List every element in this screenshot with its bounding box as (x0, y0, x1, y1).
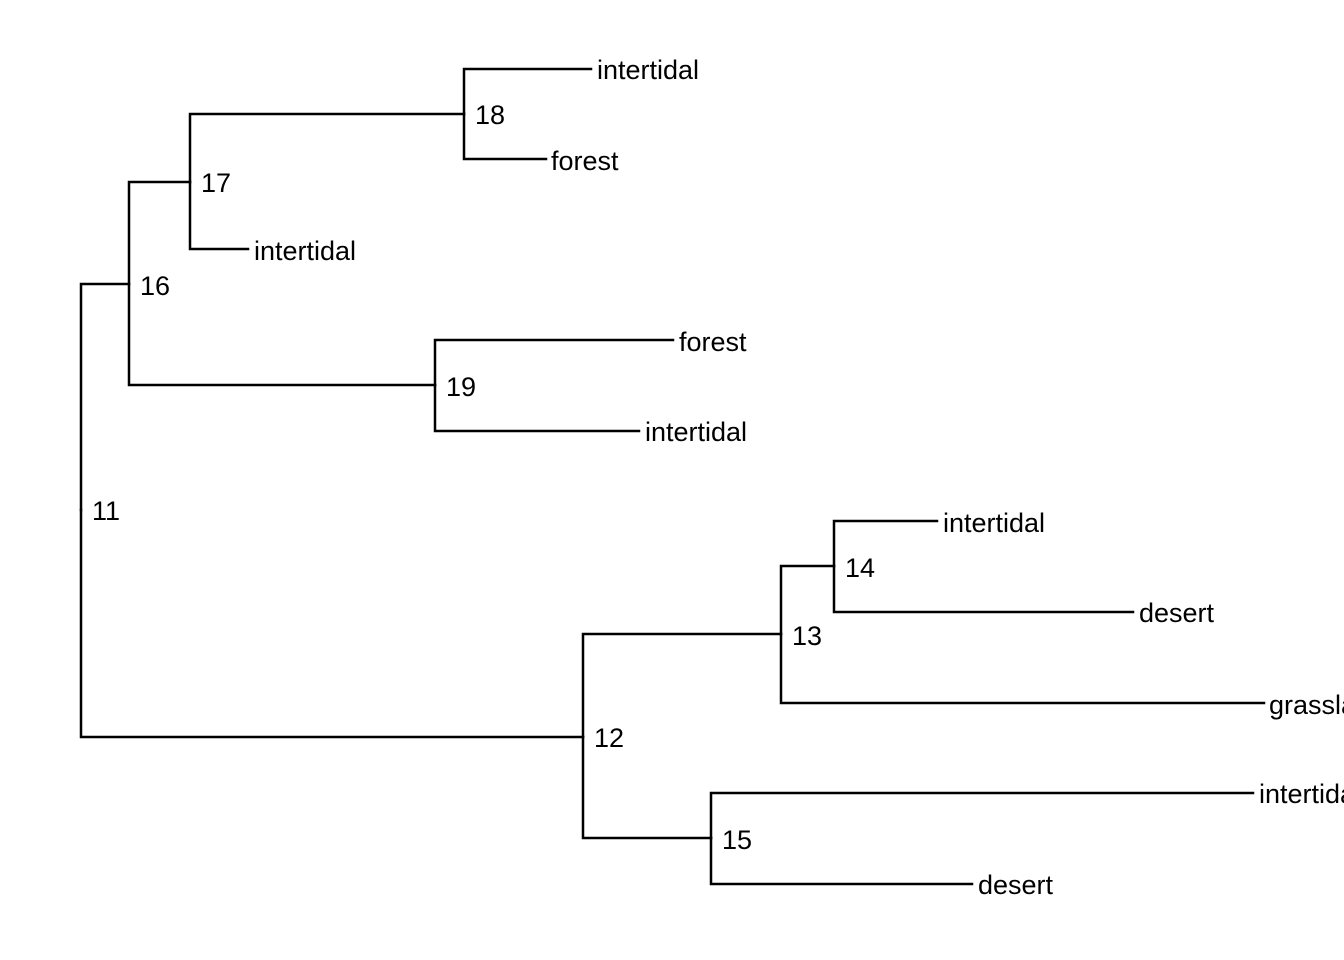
edge-12-to-15 (581, 735, 713, 840)
edge-17-to-tip3 (188, 180, 250, 251)
edge-13-to-14 (779, 564, 836, 636)
edge-14-to-tip7 (832, 564, 1135, 614)
edge-13-to-tip8 (779, 632, 1266, 705)
edge-14-to-tip6 (832, 519, 939, 568)
node-label-15: 15 (722, 825, 752, 855)
node-label-11: 11 (92, 496, 120, 526)
tip-label: intertidal (943, 508, 1045, 538)
edge-root-to-12 (79, 508, 585, 739)
node-label-17: 17 (201, 168, 231, 198)
tip-label: grassland (1269, 690, 1344, 720)
node-label-16: 16 (140, 271, 170, 301)
tip-label: intertidal (254, 236, 356, 266)
edge-19-to-tip4 (433, 338, 675, 387)
node-label-19: 19 (446, 372, 476, 402)
edge-12-to-13 (581, 632, 783, 739)
edge-15-to-tip9 (709, 791, 1255, 840)
tip-label: intertidal (597, 55, 699, 85)
tip-label: desert (1139, 598, 1215, 628)
tip-label: intertidal (1259, 779, 1344, 809)
tip-label: forest (679, 327, 747, 357)
node-label-18: 18 (475, 100, 505, 130)
edge-18-to-tip2 (462, 112, 548, 161)
edge-16-to-17 (127, 180, 192, 286)
node-label-12: 12 (594, 723, 624, 753)
edge-16-to-19 (127, 282, 437, 387)
edge-17-to-18 (188, 112, 466, 184)
edge-18-to-tip1 (462, 67, 593, 116)
edge-19-to-tip5 (433, 383, 641, 433)
tip-label: desert (978, 870, 1054, 900)
tip-label: forest (551, 146, 619, 176)
edge-15-to-tip10 (709, 836, 974, 886)
tip-label: intertidal (645, 417, 747, 447)
node-label-14: 14 (845, 553, 875, 583)
edge-root-to-16 (79, 282, 131, 512)
node-label-13: 13 (792, 621, 822, 651)
